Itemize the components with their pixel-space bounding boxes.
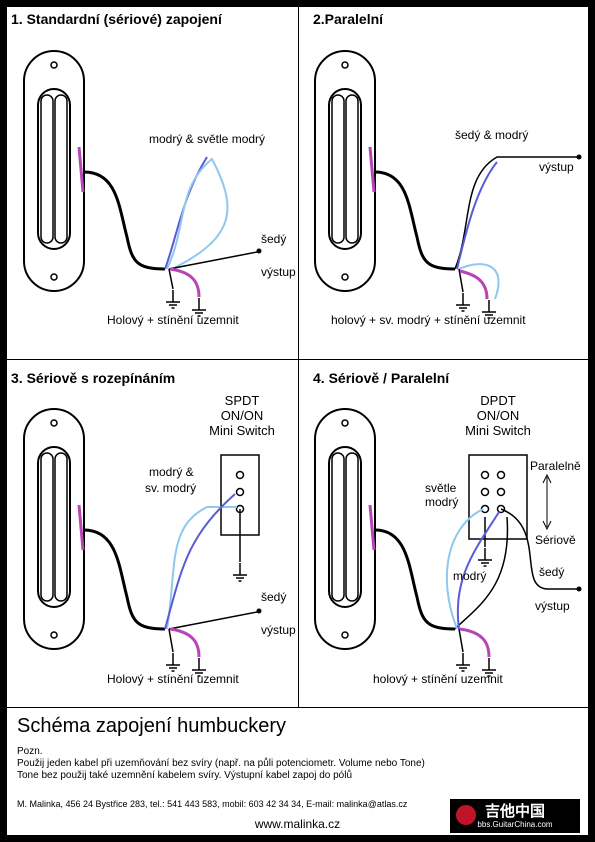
quadrant-1-title: 1. Standardní (sériové) zapojení <box>11 11 222 27</box>
q2-ground-label: holový + sv. modrý + stínění uzemnit <box>331 313 526 327</box>
pickup-1 <box>23 50 262 317</box>
quadrant-4-title: 4. Sériově / Paralelní <box>313 370 450 386</box>
q3-switch-label: SPDT ON/ON Mini Switch <box>197 393 287 438</box>
q3-wires2-label: sv. modrý <box>145 481 197 495</box>
q4-modry-label: modrý <box>425 495 459 509</box>
quadrant-2-title: 2.Paralelní <box>313 11 384 27</box>
q3-seda-label: šedý <box>261 590 287 604</box>
divider-vertical <box>298 7 299 707</box>
q4-switch-type: DPDT <box>480 393 516 408</box>
pickup-3 <box>23 408 262 677</box>
footer-url[interactable]: www.malinka.cz <box>254 817 341 831</box>
logo-title: 吉他中国 <box>484 802 545 820</box>
q4-switch-label: DPDT ON/ON Mini Switch <box>453 393 543 438</box>
q4-serie-label: Sériově <box>535 533 576 547</box>
q4-modry2-label: modrý <box>453 569 487 583</box>
q1-seda-label: šedý <box>261 232 287 246</box>
footer-contact: M. Malinka, 456 24 Bystřice 283, tel.: 5… <box>17 799 408 809</box>
guitar-icon <box>456 805 476 825</box>
q2-wires-label: šedý & modrý <box>455 128 529 142</box>
q1-ground-label: Holový + stínění uzemnit <box>107 313 239 327</box>
q3-switch-mode: ON/ON <box>220 408 264 423</box>
footer-note-1: Použij jeden kabel při uzemňování bez sv… <box>17 758 425 769</box>
q3-vystup-label: výstup <box>261 623 296 637</box>
divider-horizontal <box>7 359 588 360</box>
q4-switch-name: Mini Switch <box>465 423 531 438</box>
pickup-2 <box>314 50 582 319</box>
wiring-diagrams <box>23 50 582 677</box>
pickup-4 <box>314 408 582 677</box>
q3-ground-label: Holový + stínění uzemnit <box>107 672 239 686</box>
divider-footer <box>7 707 588 708</box>
q1-vystup-label: výstup <box>261 265 296 279</box>
quadrant-3-title: 3. Sériově s rozepínáním <box>11 370 176 386</box>
footer-title: Schéma zapojení humbuckery <box>17 715 287 737</box>
q4-paralel-label: Paralelně <box>530 459 581 473</box>
wiring-sheet: 1. Standardní (sériové) zapojení 2.Paral… <box>6 6 589 836</box>
q4-vystup-label: výstup <box>535 599 570 613</box>
logo-url: bbs.GuitarChina.com <box>477 819 553 829</box>
q4-svetle-label: světle <box>425 481 457 495</box>
footer-notes: Pozn. Použij jeden kabel při uzemňování … <box>17 746 425 782</box>
q1-wires-label: modrý & světle modrý <box>149 132 266 146</box>
footer-note-heading: Pozn. <box>17 746 43 757</box>
q2-vystup-label: výstup <box>539 160 574 174</box>
guitarchina-logo: 吉他中国 bbs.GuitarChina.com <box>450 799 580 833</box>
q4-seda-label: šedý <box>539 565 565 579</box>
footer-note-2: Tone bez použij také uzemnění kabelem sv… <box>17 770 353 781</box>
q3-switch-type: SPDT <box>224 393 260 408</box>
q4-ground-label: holový + stínění uzemnit <box>373 672 503 686</box>
q4-switch-mode: ON/ON <box>476 408 520 423</box>
q3-switch-name: Mini Switch <box>209 423 275 438</box>
q3-wires-label: modrý & <box>149 465 194 479</box>
